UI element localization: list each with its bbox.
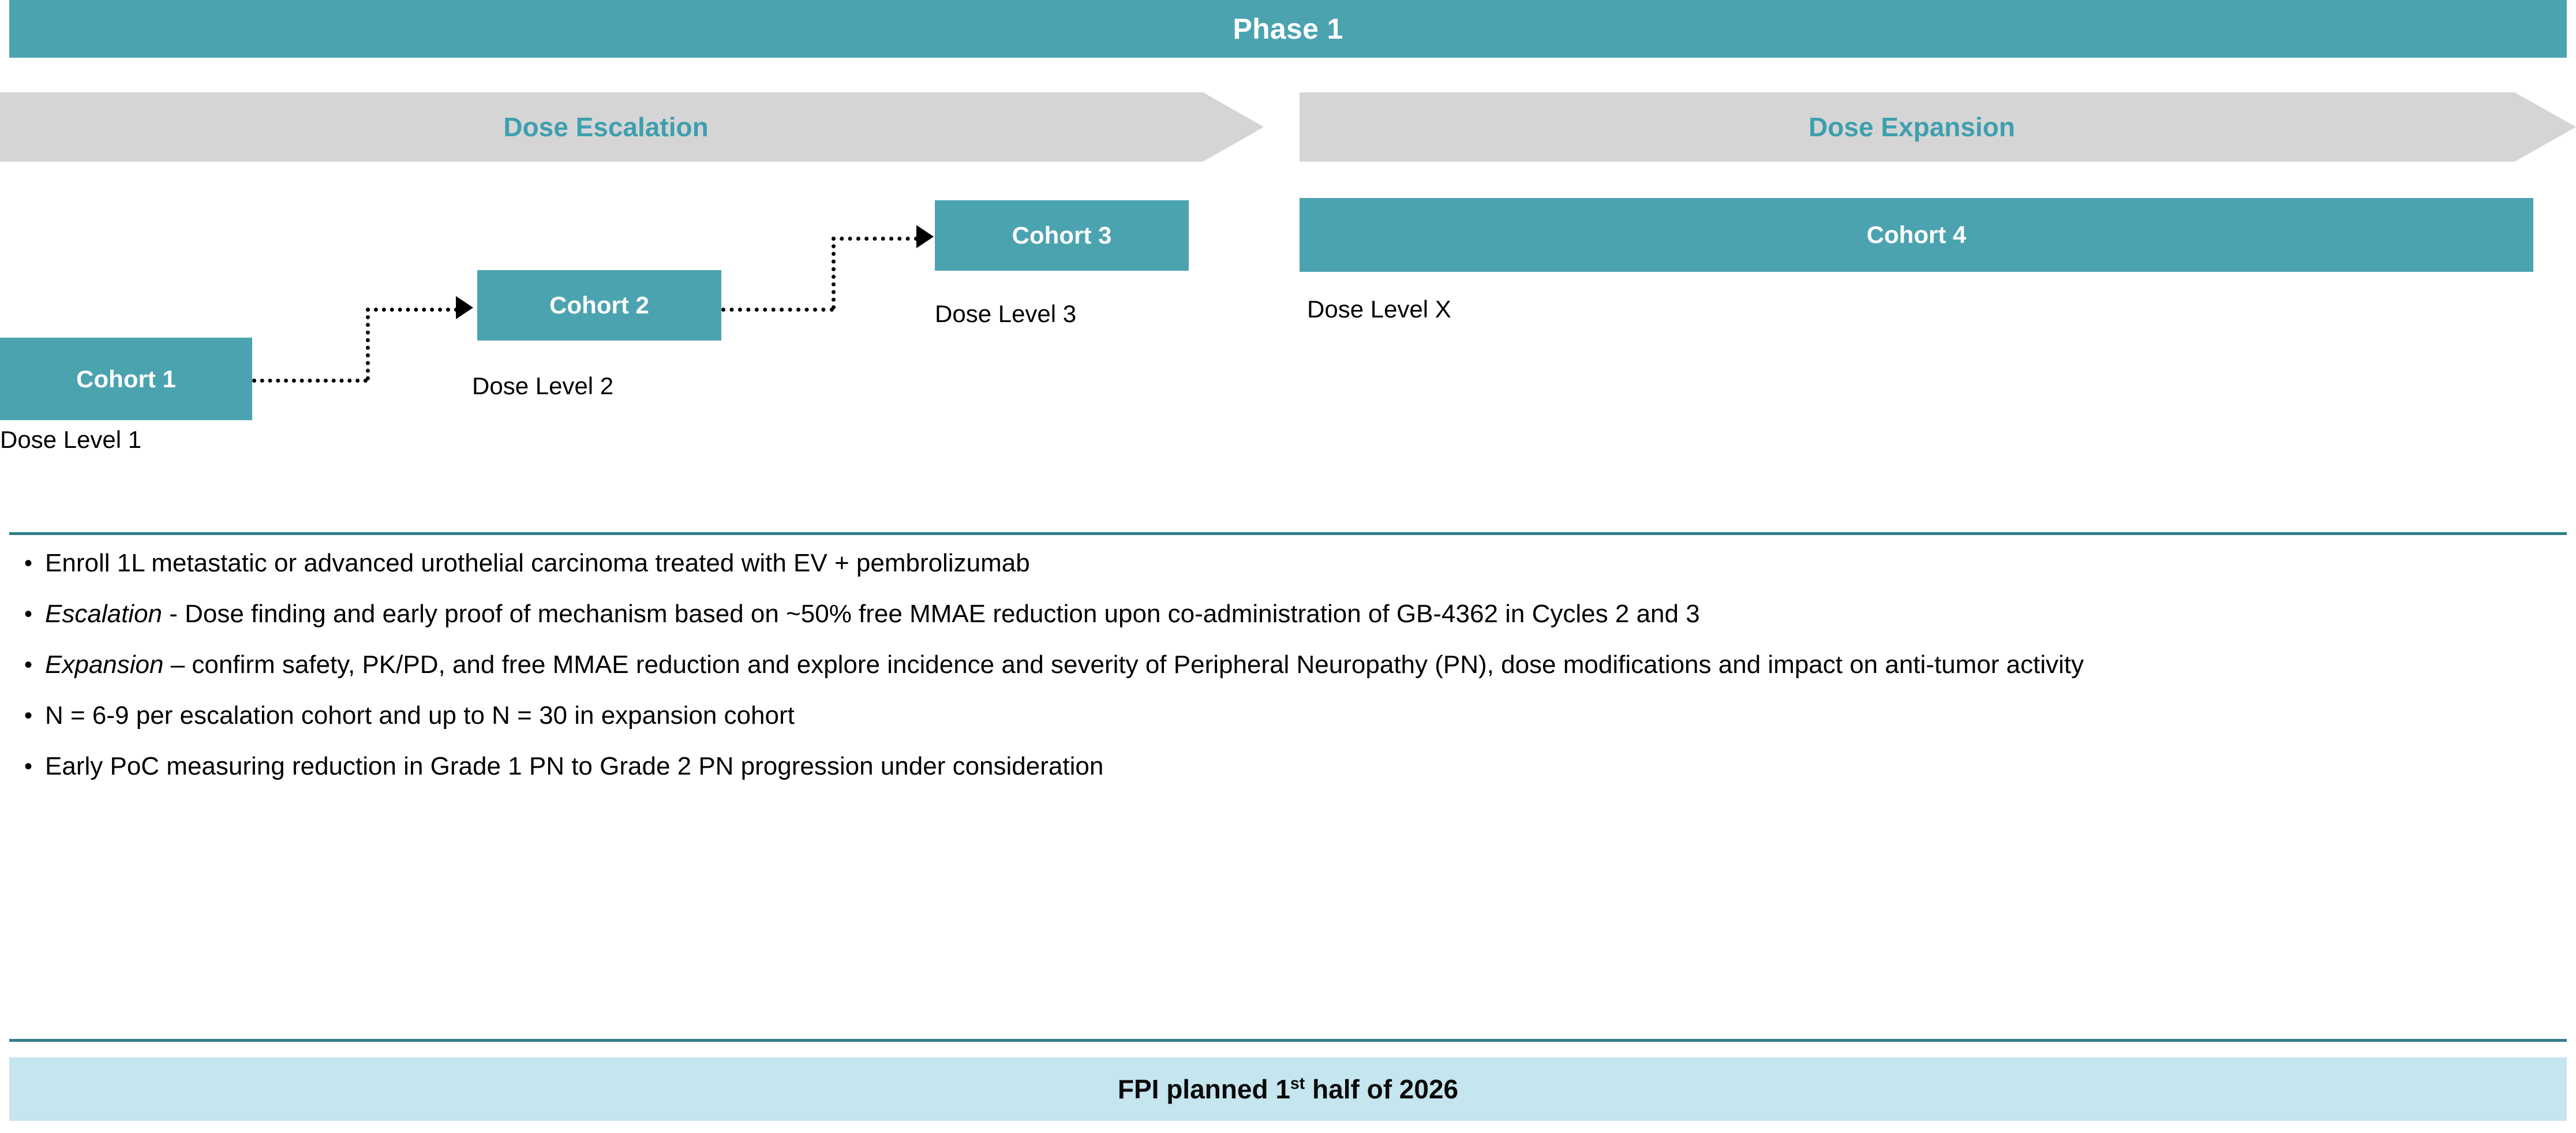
cohort-box-cohort-1: Cohort 1 (0, 338, 252, 420)
list-item-text: Escalation - Dose finding and early proo… (45, 596, 2560, 632)
cohort-box-cohort-4: Cohort 4 (1300, 198, 2533, 272)
phase-title: Phase 1 (1233, 13, 1343, 45)
fpi-text-after: half of 2026 (1305, 1074, 1459, 1104)
stage-banner-dose-expansion: Dose Expansion (1300, 92, 2576, 162)
bullet-marker-icon: • (24, 652, 33, 678)
fpi-superscript: st (1290, 1074, 1305, 1093)
stage-banner-dose-escalation: Dose Escalation (0, 92, 1264, 162)
list-item: • N = 6-9 per escalation cohort and up t… (9, 698, 2560, 734)
list-item: • Enroll 1L metastatic or advanced uroth… (9, 545, 2560, 581)
bullet-marker-icon: • (24, 703, 33, 728)
dose-level-label-cohort-4: Dose Level X (1307, 296, 1451, 323)
list-item-body: Early PoC measuring reduction in Grade 1… (45, 752, 1104, 780)
list-item: • Expansion – confirm safety, PK/PD, and… (9, 647, 2560, 683)
dose-level-label-cohort-2: Dose Level 2 (472, 372, 614, 399)
cohort-label-cohort-2: Cohort 2 (549, 291, 649, 319)
divider-bottom (9, 1039, 2567, 1042)
stage-label-dose-escalation: Dose Escalation (503, 112, 709, 142)
arrow-head-icon (456, 296, 473, 319)
list-item-text: Enroll 1L metastatic or advanced urothel… (45, 545, 2560, 581)
fpi-footer-text: FPI planned 1st half of 2026 (1118, 1074, 1458, 1105)
bullet-marker-icon: • (24, 754, 33, 779)
cohort-label-cohort-3: Cohort 3 (1012, 222, 1112, 249)
list-item-text: N = 6-9 per escalation cohort and up to … (45, 698, 2560, 734)
bullet-marker-icon: • (24, 601, 33, 627)
fpi-footer-band: FPI planned 1st half of 2026 (9, 1057, 2567, 1121)
study-details-list: • Enroll 1L metastatic or advanced uroth… (9, 545, 2560, 799)
connector-segment-horizontal (252, 379, 368, 383)
cohort-label-cohort-4: Cohort 4 (1866, 221, 1967, 248)
divider-top (9, 532, 2567, 535)
cohort-box-cohort-2: Cohort 2 (477, 270, 721, 341)
list-item-body: – confirm safety, PK/PD, and free MMAE r… (163, 650, 2084, 679)
list-item-emphasis: Expansion (45, 650, 164, 679)
fpi-text-before: FPI planned 1 (1117, 1074, 1290, 1104)
stage-label-dose-expansion: Dose Expansion (1809, 112, 2015, 142)
list-item: • Early PoC measuring reduction in Grade… (9, 749, 2560, 784)
cohort-label-cohort-1: Cohort 1 (76, 365, 176, 392)
list-item-text: Early PoC measuring reduction in Grade 1… (45, 749, 2560, 784)
connector-segment-horizontal (832, 237, 918, 241)
connector-segment-vertical (366, 308, 370, 380)
list-item-body: Enroll 1L metastatic or advanced urothel… (45, 549, 1030, 577)
bullet-marker-icon: • (24, 551, 33, 576)
connector-segment-horizontal (366, 308, 458, 312)
connector-segment-horizontal (721, 308, 834, 312)
phase-header-band: Phase 1 (9, 0, 2567, 58)
cohort-box-cohort-3: Cohort 3 (935, 200, 1189, 271)
dose-level-label-cohort-3: Dose Level 3 (935, 300, 1077, 327)
connector-segment-vertical (832, 237, 836, 309)
list-item-emphasis: Escalation (45, 600, 163, 628)
dose-level-label-cohort-1: Dose Level 1 (0, 426, 142, 453)
arrow-head-icon (916, 225, 934, 248)
list-item-body: - Dose finding and early proof of mechan… (162, 600, 1700, 628)
list-item: • Escalation - Dose finding and early pr… (9, 596, 2560, 632)
list-item-text: Expansion – confirm safety, PK/PD, and f… (45, 647, 2560, 683)
list-item-body: N = 6-9 per escalation cohort and up to … (45, 701, 795, 730)
